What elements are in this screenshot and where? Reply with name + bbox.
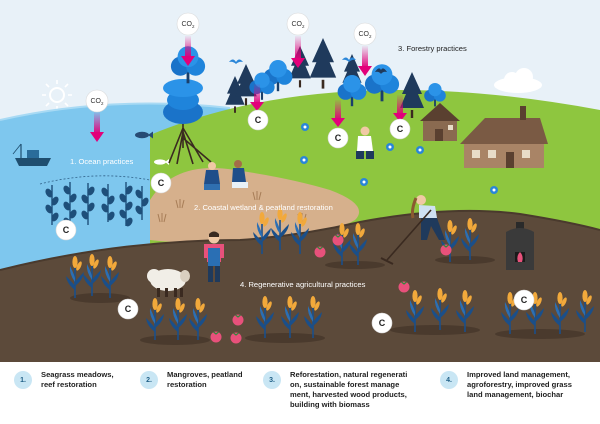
co2-arrow (393, 95, 407, 122)
co2-arrow (90, 112, 104, 142)
legend-line: land management, biochar (467, 390, 564, 399)
wetland-people (204, 160, 248, 190)
co2-text: CO (358, 31, 369, 38)
co2-arrow (250, 84, 264, 111)
co2-text: CO (291, 21, 302, 28)
kiln-icon (506, 222, 534, 270)
carbon-text: C (397, 124, 404, 134)
bird-icon (375, 68, 387, 74)
co2-subscript: 2 (369, 34, 372, 39)
raking-person (380, 195, 445, 265)
carbon-text: C (255, 115, 262, 125)
ocean-practices-label: 1. Ocean practices (70, 157, 134, 166)
seagrass (45, 182, 149, 230)
fish-icon (154, 159, 169, 165)
carbon-badge: C (327, 127, 349, 149)
carbon-badge: C (371, 312, 393, 334)
legend-description: Seagrass meadows, reef restoration (41, 370, 114, 390)
legend-line: building with biomass (290, 400, 370, 409)
legend-number-badge: 3. (263, 371, 281, 389)
legend-line: Reforestation, natural regenerati (290, 370, 408, 379)
carbon-text: C (125, 304, 132, 314)
legend: 1. Seagrass meadows, reef restoration 2.… (0, 362, 600, 424)
fish-icon (135, 131, 153, 139)
co2-badge: CO2 (85, 89, 109, 113)
house-icon (460, 106, 548, 168)
legend-line: Mangroves, peatland (167, 370, 243, 379)
svg-text:CO2: CO2 (291, 21, 305, 29)
planting-person (356, 126, 374, 159)
legend-description: Reforestation, natural regenerati on, su… (290, 370, 407, 410)
carbon-badge: C (150, 172, 172, 194)
co2-arrow (358, 46, 372, 76)
co2-text: CO (181, 21, 192, 28)
legend-description: Mangroves, peatland restoration (167, 370, 243, 390)
carbon-text: C (379, 318, 386, 328)
co2-arrow (331, 100, 345, 127)
legend-line: Improved land management, (467, 370, 570, 379)
bird-icon (342, 57, 356, 62)
sun-icon (42, 80, 72, 110)
svg-text:CO2: CO2 (181, 21, 195, 29)
co2-arrow (291, 36, 305, 68)
wetland-restoration-label: 2. Coastal wetland & peatland restoratio… (194, 203, 333, 212)
legend-number-badge: 1. (14, 371, 32, 389)
legend-item-wetland: 2. Mangroves, peatland restoration (140, 370, 270, 390)
legend-description: Improved land management, agroforestry, … (467, 370, 572, 400)
legend-number-badge: 2. (140, 371, 158, 389)
bird-icon (229, 59, 243, 64)
farmer-icon (204, 231, 224, 282)
legend-line: agroforestry, improved grass (467, 380, 572, 389)
carbon-badge: C (117, 298, 139, 320)
carbon-badge: C (389, 118, 411, 140)
carbon-text: C (335, 133, 342, 143)
legend-line: restoration (167, 380, 207, 389)
mangrove-tree (163, 79, 212, 165)
soil-mounds (70, 256, 585, 345)
co2-badge: CO2 (353, 22, 377, 46)
wetland (150, 168, 360, 243)
legend-line: Seagrass meadows, (41, 370, 114, 379)
co2-subscript: 2 (101, 101, 104, 106)
carbon-text: C (63, 225, 70, 235)
carbon-badge: C (513, 289, 535, 311)
sheep-icon (147, 269, 190, 297)
co2-text: CO (90, 98, 101, 105)
co2-arrows (90, 36, 407, 142)
carbon-text: C (521, 295, 528, 305)
legend-number-badge: 4. (440, 371, 458, 389)
boat-icon (12, 143, 51, 166)
co2-subscript: 2 (302, 24, 305, 29)
svg-text:CO2: CO2 (90, 98, 104, 106)
co2-arrow (181, 36, 195, 66)
legend-item-forestry: 3. Reforestation, natural regenerati on,… (263, 370, 433, 410)
legend-line: on, sustainable forest manage (290, 380, 400, 389)
co2-badge: CO2 (286, 12, 310, 36)
co2-badge: CO2 (176, 12, 200, 36)
co2-subscript: 2 (192, 24, 195, 29)
forestry-practices-label: 3. Forestry practices (398, 44, 467, 53)
legend-item-agriculture: 4. Improved land management, agroforestr… (440, 370, 598, 400)
legend-line: ment, harvested wood products, (290, 390, 407, 399)
carbon-badge: C (247, 109, 269, 131)
cloud-icon (494, 68, 542, 93)
carbon-badge: C (55, 219, 77, 241)
house-icon (420, 103, 460, 141)
agricultural-practices-label: 4. Regenerative agricultural practices (240, 280, 366, 289)
legend-item-ocean: 1. Seagrass meadows, reef restoration (14, 370, 142, 390)
carbon-text: C (158, 178, 165, 188)
legend-line: reef restoration (41, 380, 97, 389)
svg-text:CO2: CO2 (358, 31, 372, 39)
